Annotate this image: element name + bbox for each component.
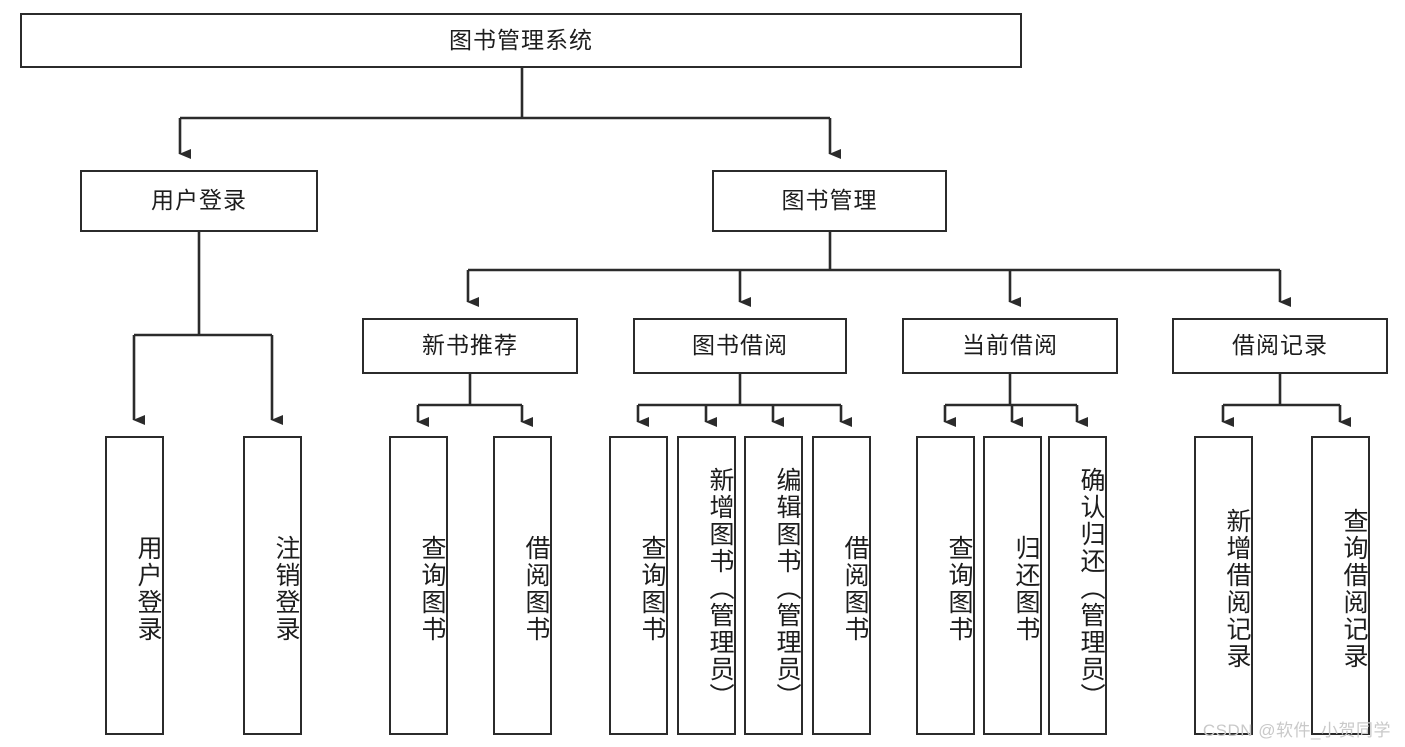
node-new-book-recommend[interactable]: 新书推荐 bbox=[362, 318, 578, 374]
leaf-query-record-label: 查询借阅记录 bbox=[1340, 507, 1368, 670]
leaf-query-book-3-label: 查询图书 bbox=[945, 534, 973, 643]
node-book-borrow-label: 图书借阅 bbox=[692, 332, 788, 359]
leaf-confirm-return-label: 确认归还（管理员） bbox=[1077, 467, 1105, 710]
watermark: CSDN @软件_小贺同学 bbox=[1202, 721, 1391, 740]
node-current-borrow[interactable]: 当前借阅 bbox=[902, 318, 1118, 374]
leaf-user-logout-label: 注销登录 bbox=[272, 534, 300, 643]
node-user-login[interactable]: 用户登录 bbox=[80, 170, 318, 232]
node-book-management-label: 图书管理 bbox=[781, 187, 878, 214]
leaf-user-login-label: 用户登录 bbox=[134, 534, 162, 643]
leaf-edit-book[interactable]: 编辑图书（管理员） bbox=[744, 436, 803, 735]
leaf-user-login[interactable]: 用户登录 bbox=[105, 436, 164, 735]
leaf-borrow-book-2-label: 借阅图书 bbox=[841, 534, 869, 643]
leaf-borrow-book-1[interactable]: 借阅图书 bbox=[493, 436, 552, 735]
leaf-add-record-label: 新增借阅记录 bbox=[1223, 507, 1251, 670]
leaf-return-book-label: 归还图书 bbox=[1012, 534, 1040, 643]
node-root[interactable]: 图书管理系统 bbox=[20, 13, 1022, 68]
leaf-return-book[interactable]: 归还图书 bbox=[983, 436, 1042, 735]
node-current-borrow-label: 当前借阅 bbox=[962, 332, 1058, 359]
node-new-book-recommend-label: 新书推荐 bbox=[422, 332, 518, 359]
node-user-login-label: 用户登录 bbox=[151, 187, 247, 214]
leaf-query-book-2-label: 查询图书 bbox=[638, 534, 666, 643]
node-book-management[interactable]: 图书管理 bbox=[712, 170, 947, 232]
leaf-borrow-book-1-label: 借阅图书 bbox=[522, 534, 550, 643]
node-borrow-record[interactable]: 借阅记录 bbox=[1172, 318, 1388, 374]
leaf-add-record[interactable]: 新增借阅记录 bbox=[1194, 436, 1253, 735]
leaf-add-book[interactable]: 新增图书（管理员） bbox=[677, 436, 736, 735]
leaf-query-book-1-label: 查询图书 bbox=[418, 534, 446, 643]
node-root-label: 图书管理系统 bbox=[449, 26, 593, 53]
leaf-user-logout[interactable]: 注销登录 bbox=[243, 436, 302, 735]
node-book-borrow[interactable]: 图书借阅 bbox=[633, 318, 847, 374]
leaf-add-book-label: 新增图书（管理员） bbox=[706, 467, 734, 710]
leaf-query-book-3[interactable]: 查询图书 bbox=[916, 436, 975, 735]
node-borrow-record-label: 借阅记录 bbox=[1232, 332, 1328, 359]
leaf-borrow-book-2[interactable]: 借阅图书 bbox=[812, 436, 871, 735]
leaf-query-book-2[interactable]: 查询图书 bbox=[609, 436, 668, 735]
leaf-edit-book-label: 编辑图书（管理员） bbox=[773, 467, 801, 710]
leaf-query-book-1[interactable]: 查询图书 bbox=[389, 436, 448, 735]
leaf-confirm-return[interactable]: 确认归还（管理员） bbox=[1048, 436, 1107, 735]
leaf-query-record[interactable]: 查询借阅记录 bbox=[1311, 436, 1370, 735]
